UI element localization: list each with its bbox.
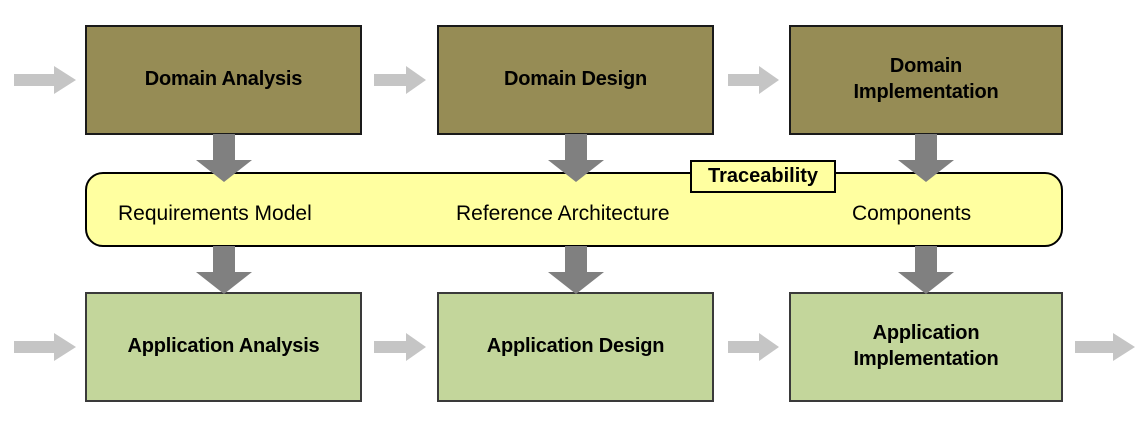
traceability-tag-label: Traceability (707, 165, 819, 187)
process-box-label-line-1: Application (872, 322, 980, 345)
process-box-label-line-2: Implementation (853, 81, 999, 103)
arrow-right-icon-out-of-application-implementation (1075, 333, 1135, 361)
artifact-label-requirements-model: Requirements Model (118, 202, 312, 225)
arrow-right-icon-into-application-analysis (14, 333, 76, 361)
process-box-label-line-2: Implementation (853, 348, 999, 370)
arrow-right-icon-application-analysis-to-application-design (374, 333, 426, 361)
process-box-label: Application Implementation (854, 321, 999, 372)
arrow-right-icon-domain-analysis-to-domain-design (374, 66, 426, 94)
process-box-label: Domain Design (504, 68, 647, 91)
process-box-application-design[interactable]: Application Design (437, 292, 714, 402)
arrow-down-icon-domain-design-to-reference-architecture (548, 134, 604, 182)
artifact-label-components: Components (852, 202, 972, 225)
process-box-label: Application Analysis (127, 335, 320, 358)
process-box-label: Domain Implementation (854, 54, 999, 105)
process-box-label: Domain Analysis (144, 68, 303, 91)
process-box-domain-implementation[interactable]: Domain Implementation (789, 25, 1063, 135)
arrow-down-icon-requirements-model-to-application-analysis (196, 246, 252, 294)
arrow-down-icon-domain-analysis-to-requirements-model (196, 134, 252, 182)
arrow-right-icon-into-domain-analysis (14, 66, 76, 94)
arrow-down-icon-domain-implementation-to-components (898, 134, 954, 182)
process-box-application-implementation[interactable]: Application Implementation (789, 292, 1063, 402)
artifact-label-reference-architecture: Reference Architecture (456, 202, 670, 225)
arrow-down-icon-components-to-application-implementation (898, 246, 954, 294)
traceability-tag[interactable]: Traceability (690, 160, 836, 193)
process-box-label: Application Design (486, 335, 665, 358)
process-box-domain-design[interactable]: Domain Design (437, 25, 714, 135)
process-box-application-analysis[interactable]: Application Analysis (85, 292, 362, 402)
process-box-domain-analysis[interactable]: Domain Analysis (85, 25, 362, 135)
process-box-label-line-1: Domain (889, 55, 963, 78)
arrow-right-icon-domain-design-to-domain-implementation (728, 66, 779, 94)
arrow-down-icon-reference-architecture-to-application-design (548, 246, 604, 294)
arrow-right-icon-application-design-to-application-implementation (728, 333, 779, 361)
